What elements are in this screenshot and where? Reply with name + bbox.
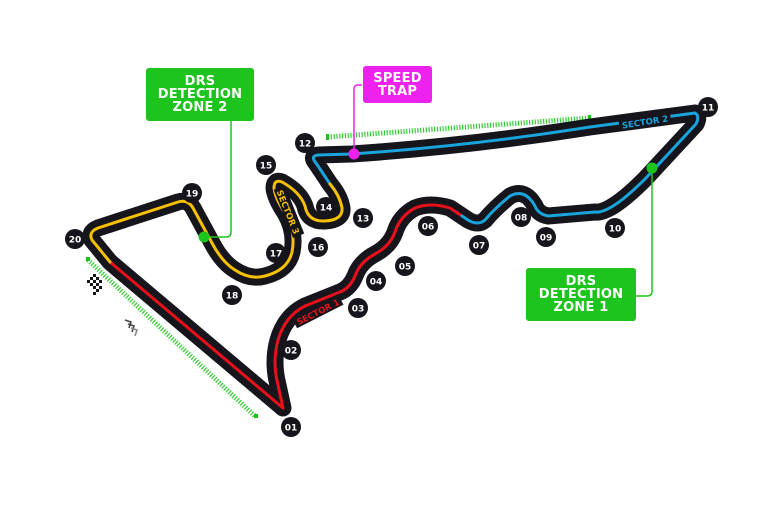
direction-chevrons-icon [124, 319, 139, 337]
drs-detection-point-1 [646, 162, 658, 174]
svg-text:03: 03 [352, 305, 365, 315]
svg-text:15: 15 [260, 162, 273, 172]
turn-13: 13 [353, 208, 373, 228]
svg-text:17: 17 [270, 250, 283, 260]
chequered-flag-icon [87, 274, 102, 295]
svg-text:14: 14 [320, 204, 333, 214]
turn-05: 05 [395, 256, 415, 276]
svg-text:05: 05 [399, 263, 412, 273]
svg-text:18: 18 [226, 292, 239, 302]
sector-1-line [108, 203, 464, 410]
svg-text:11: 11 [702, 104, 715, 114]
turn-07: 07 [469, 235, 489, 255]
svg-text:09: 09 [540, 234, 553, 244]
drs-2-line3: ZONE 2 [172, 100, 228, 115]
turn-15: 15 [256, 155, 276, 175]
drs-2-line2: DETECTION [157, 87, 243, 102]
turn-18: 18 [222, 285, 242, 305]
svg-text:06: 06 [422, 223, 435, 233]
svg-text:19: 19 [186, 190, 199, 200]
speed-trap-line2: TRAP [377, 83, 418, 99]
turn-12: 12 [295, 133, 315, 153]
svg-text:08: 08 [515, 214, 528, 224]
turn-01: 01 [281, 417, 301, 437]
turn-06: 06 [418, 216, 438, 236]
speed-trap-point [348, 148, 360, 160]
speed-trap-callout: SPEED TRAP [363, 66, 432, 103]
turn-09: 09 [536, 227, 556, 247]
drs-detection-zone-1-callout: DRS DETECTION ZONE 1 [526, 268, 636, 321]
svg-text:01: 01 [285, 424, 298, 434]
turn-20: 20 [65, 229, 85, 249]
turn-16: 16 [308, 237, 328, 257]
svg-text:04: 04 [370, 278, 383, 288]
turn-11: 11 [698, 97, 718, 117]
drs-zones [86, 115, 591, 419]
svg-text:16: 16 [312, 244, 325, 254]
turn-10: 10 [605, 218, 625, 238]
turn-markers: 01 02 03 04 05 06 07 08 09 10 11 12 13 1… [65, 97, 718, 437]
drs-detection-zone-2-callout: DRS DETECTION ZONE 2 [146, 68, 254, 121]
svg-text:12: 12 [299, 140, 312, 150]
turn-19: 19 [182, 183, 202, 203]
turn-02: 02 [281, 340, 301, 360]
turn-08: 08 [511, 207, 531, 227]
drs-1-line3: ZONE 1 [553, 300, 609, 315]
track-outline [82, 104, 707, 417]
drs-1-line1: DRS [565, 274, 597, 289]
speed-trap-line1: SPEED [373, 70, 422, 86]
turn-03: 03 [348, 298, 368, 318]
turn-17: 17 [266, 243, 286, 263]
sector-2-line [311, 111, 700, 225]
svg-text:13: 13 [357, 215, 370, 225]
svg-text:20: 20 [69, 236, 82, 246]
callout-lines [204, 84, 653, 297]
svg-text:10: 10 [609, 225, 622, 235]
drs-detection-point-2 [198, 231, 210, 243]
drs-1-line2: DETECTION [538, 287, 624, 302]
svg-text:02: 02 [285, 347, 298, 357]
svg-text:07: 07 [473, 242, 486, 252]
turn-14: 14 [316, 197, 336, 217]
drs-2-line1: DRS [184, 74, 216, 89]
turn-04: 04 [366, 271, 386, 291]
